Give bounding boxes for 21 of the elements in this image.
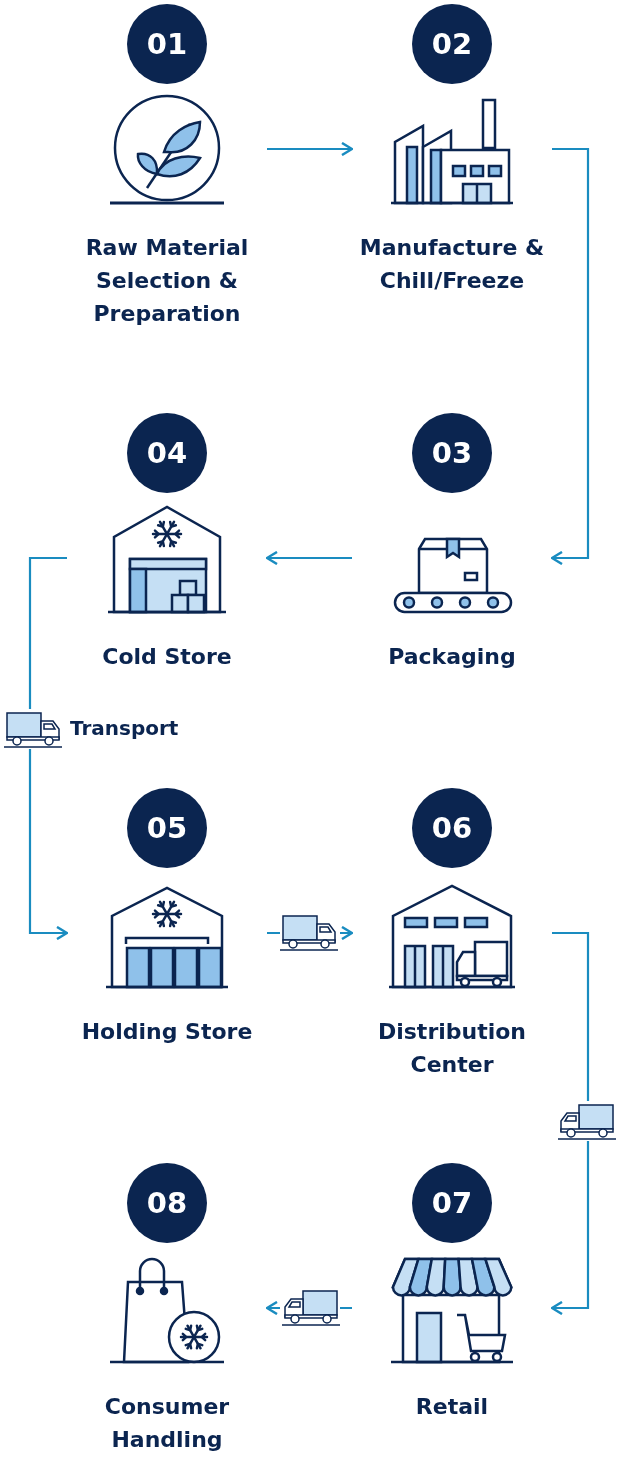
arrow xyxy=(28,556,69,941)
step-title: Consumer Handling xyxy=(103,1393,231,1454)
step-title: Holding Store xyxy=(80,1018,254,1046)
arrow xyxy=(550,931,590,1316)
step-title: Retail xyxy=(414,1393,490,1421)
step-title: Packaging xyxy=(387,643,517,671)
step-number: 05 xyxy=(127,788,207,868)
arrow xyxy=(550,147,590,566)
step-title: Distribution Center xyxy=(376,1018,528,1079)
arrow xyxy=(265,550,352,566)
step-number: 04 xyxy=(127,413,207,493)
arrow xyxy=(267,141,354,157)
step-number: 08 xyxy=(127,1163,207,1243)
step-number: 07 xyxy=(412,1163,492,1243)
step-title: Cold Store xyxy=(101,643,233,671)
step-number: 06 xyxy=(412,788,492,868)
step-title: Raw Material Selection & Preparation xyxy=(84,234,250,328)
step-number: 03 xyxy=(412,413,492,493)
step-title: Manufacture & Chill/Freeze xyxy=(358,234,546,295)
step-number: 01 xyxy=(127,4,207,84)
step-number: 02 xyxy=(412,4,492,84)
